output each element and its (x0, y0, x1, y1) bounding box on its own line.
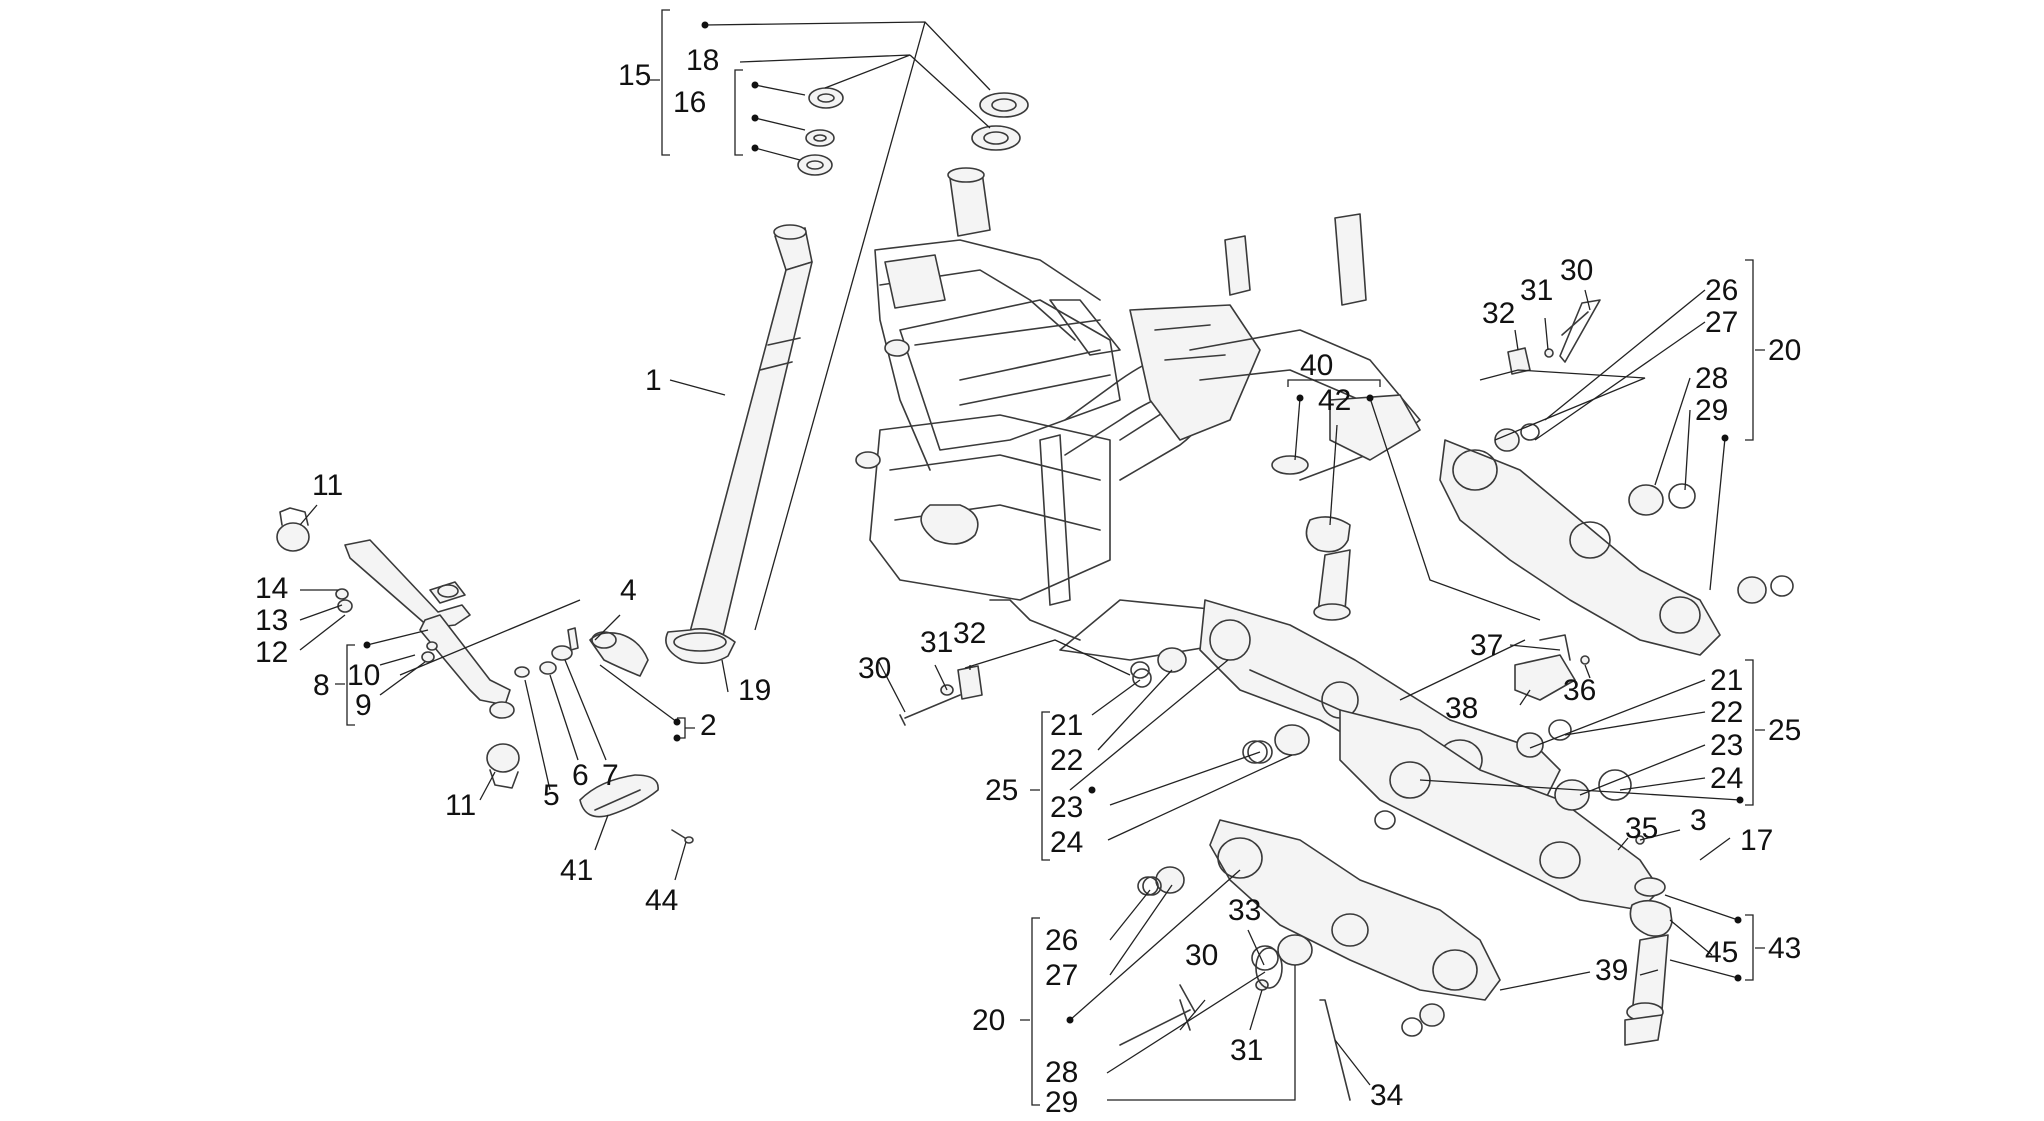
callout-25-right: 25 (1768, 714, 1801, 747)
callout-20-lower: 20 (972, 1004, 1005, 1037)
side-stand-assembly (276, 507, 520, 789)
callout-39: 39 (1595, 954, 1628, 987)
bolts-and-spacers (899, 299, 1601, 1101)
callout-27-upper: 27 (1705, 306, 1738, 339)
callout-37: 37 (1470, 629, 1503, 662)
callout-25-left: 25 (985, 774, 1018, 807)
callout-26-lower: 26 (1045, 924, 1078, 957)
callout-17: 17 (1740, 824, 1773, 857)
callout-10: 10 (347, 659, 380, 692)
callout-33: 33 (1228, 894, 1261, 927)
callout-21-right: 21 (1710, 664, 1743, 697)
callout-3: 3 (1690, 804, 1707, 837)
callout-27-lower: 27 (1045, 959, 1078, 992)
callout-30-left: 30 (858, 652, 891, 685)
callout-44: 44 (645, 884, 678, 917)
frame-mount-pins (855, 339, 910, 469)
callout-31-left: 31 (920, 626, 953, 659)
callout-36: 36 (1563, 674, 1596, 707)
callout-30-upper: 30 (1560, 254, 1593, 287)
callout-24-right: 24 (1710, 762, 1743, 795)
right-link-arm-upper (1439, 311, 1794, 656)
callout-22-right: 22 (1710, 696, 1743, 729)
callout-23-left: 23 (1050, 791, 1083, 824)
callout-32-upper: 32 (1482, 297, 1515, 330)
callout-19: 19 (738, 674, 771, 707)
callout-22-left: 22 (1050, 744, 1083, 777)
callout-20-upper: 20 (1768, 334, 1801, 367)
callout-43: 43 (1768, 932, 1801, 965)
stand-plate (579, 774, 694, 844)
callout-35: 35 (1625, 812, 1658, 845)
callout-23-right: 23 (1710, 729, 1743, 762)
callout-45: 45 (1705, 936, 1738, 969)
right-link-arm-lower (1137, 819, 1501, 1037)
callout-4: 4 (620, 574, 637, 607)
callout-24-left: 24 (1050, 826, 1083, 859)
callout-15: 15 (618, 59, 651, 92)
leader-lines (299, 9, 1765, 1106)
callout-38: 38 (1445, 692, 1478, 725)
shock-mount (1624, 835, 1673, 1046)
callout-41: 41 (560, 854, 593, 887)
callout-8: 8 (313, 669, 330, 702)
washer-33 (1255, 947, 1283, 989)
callout-29-upper: 29 (1695, 394, 1728, 427)
callout-31-lower: 31 (1230, 1034, 1263, 1067)
callout-42: 42 (1318, 384, 1351, 417)
callout-5: 5 (543, 779, 560, 812)
left-link-arm (1130, 599, 1561, 801)
callout-12: 12 (255, 636, 288, 669)
callout-21-left: 21 (1050, 709, 1083, 742)
callout-18: 18 (686, 44, 719, 77)
leader-dots (363, 21, 1744, 1024)
callout-31-upper: 31 (1520, 274, 1553, 307)
steering-tube (665, 224, 813, 664)
center-link-arm (1339, 709, 1661, 911)
callout-32-left: 32 (953, 617, 986, 650)
callout-2: 2 (700, 709, 717, 742)
main-frame (869, 167, 1421, 661)
callout-labels: 1 2 3 4 5 6 7 8 9 10 11 11 12 13 14 15 1… (255, 44, 1801, 1119)
pivot-bearing (1271, 455, 1351, 621)
callout-28-lower: 28 (1045, 1056, 1078, 1089)
callout-13: 13 (255, 604, 288, 637)
callout-11-upper: 11 (312, 469, 343, 502)
callout-11-lower: 11 (445, 789, 476, 822)
steering-bearings (797, 87, 1029, 176)
callout-14: 14 (255, 572, 288, 605)
callout-34: 34 (1370, 1079, 1403, 1112)
callout-16: 16 (673, 86, 706, 119)
callout-1: 1 (645, 364, 662, 397)
callout-26-upper: 26 (1705, 274, 1738, 307)
callout-28-upper: 28 (1695, 362, 1728, 395)
callout-30-lower: 30 (1185, 939, 1218, 972)
callout-7: 7 (602, 759, 619, 792)
callout-29-lower: 29 (1045, 1086, 1078, 1119)
callout-6: 6 (572, 759, 589, 792)
bracket-37-38 (1514, 634, 1590, 701)
callout-9: 9 (355, 689, 372, 722)
callout-40: 40 (1300, 349, 1333, 382)
hinge-hardware (514, 627, 649, 678)
circlips (1132, 668, 1273, 896)
